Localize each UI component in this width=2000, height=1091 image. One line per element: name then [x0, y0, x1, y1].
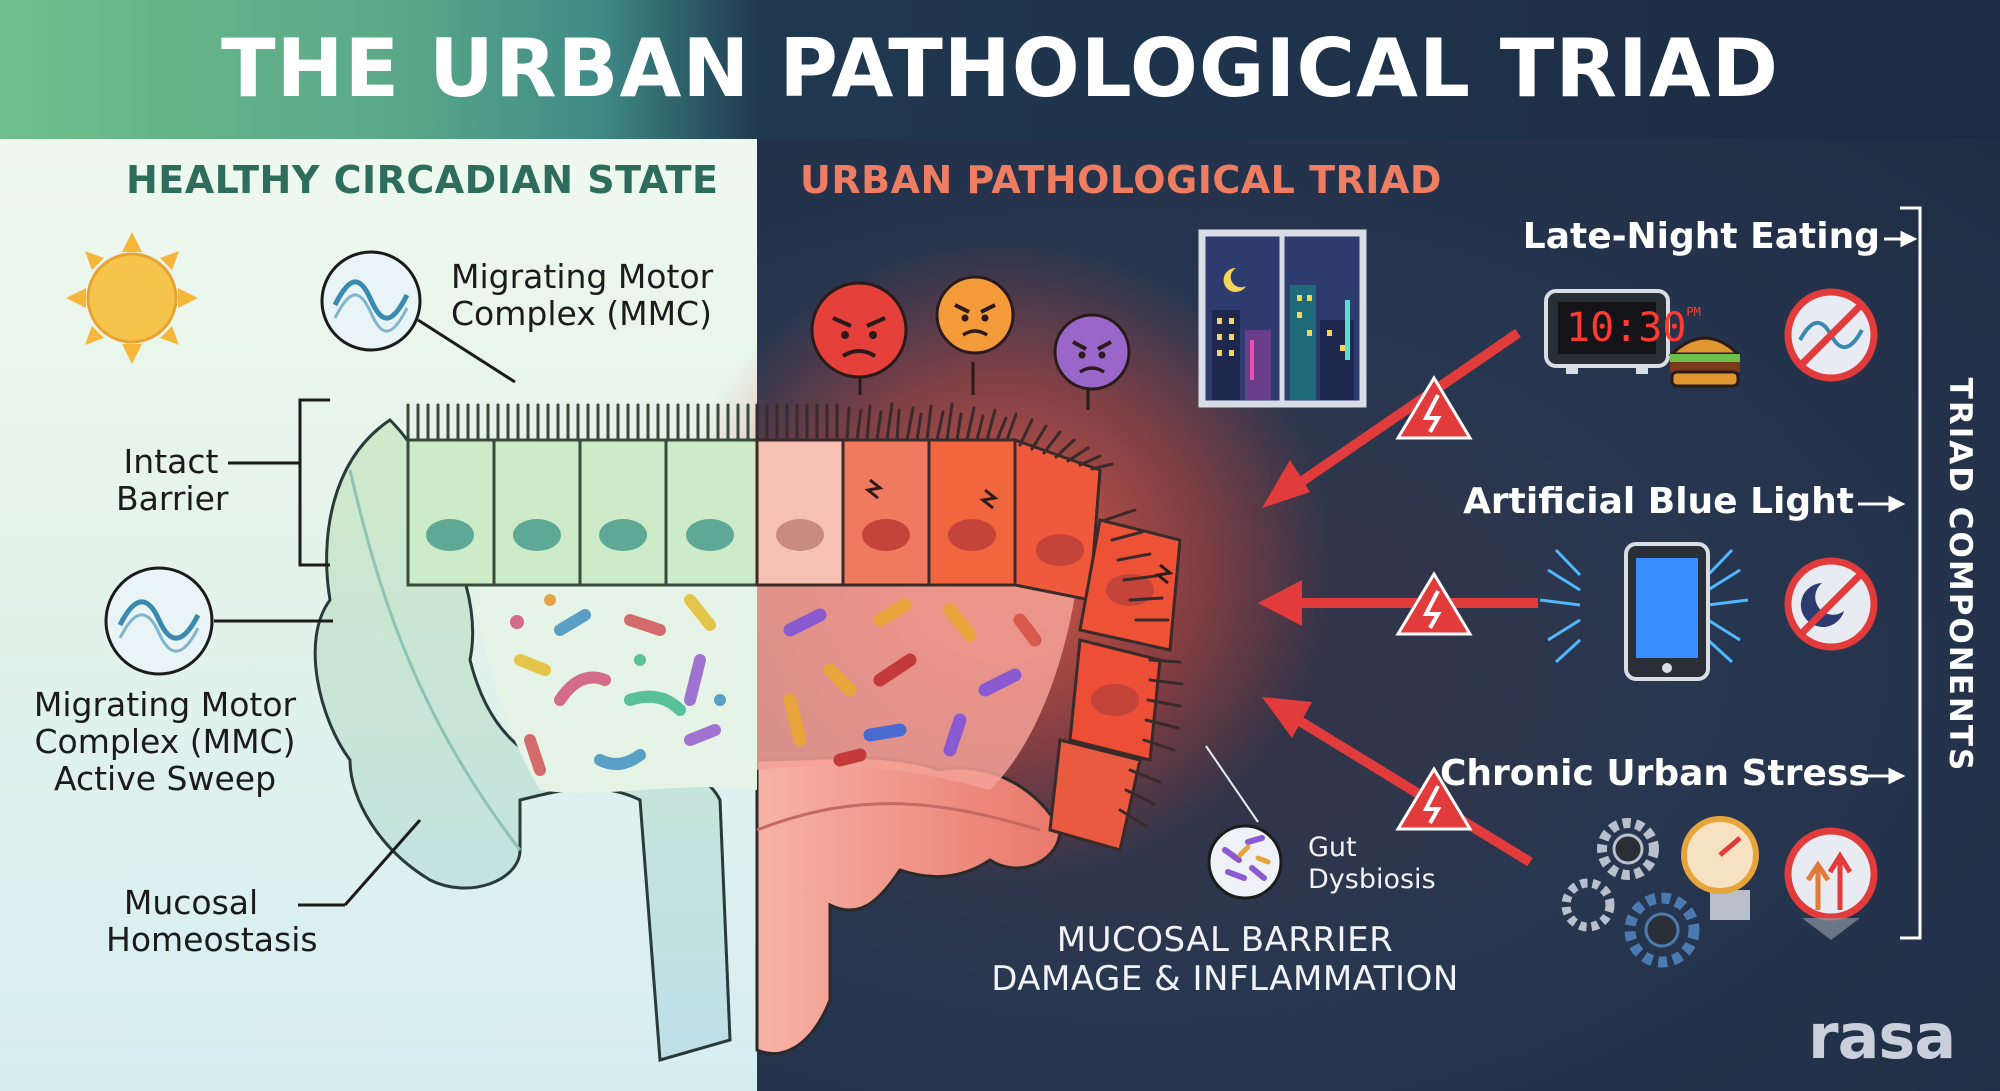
burger-icon	[1668, 336, 1742, 388]
mmc-label-line: Migrating Motor	[451, 257, 714, 296]
lumen-healthy	[470, 560, 757, 793]
dysbiosis-label-line: Dysbiosis	[1308, 864, 1436, 895]
dysbiosis-icon	[1207, 824, 1283, 900]
no-rising-icon	[1784, 827, 1878, 940]
homeostasis-label: Mucosal Homeostasis	[106, 883, 318, 959]
wave-icon	[320, 250, 422, 352]
alarm-clock-icon	[1544, 289, 1670, 374]
mmc-label-line: Complex (MMC)	[451, 294, 712, 333]
no-wave-icon	[1784, 288, 1878, 382]
sweep-label-line: Active Sweep	[53, 759, 277, 798]
city-window-icon	[1198, 229, 1367, 408]
gut-illustration	[66, 206, 1922, 1062]
clock-readout: 10:30PM	[1566, 302, 1701, 354]
colon-right	[755, 756, 1062, 1055]
damage-label-line: MUCOSAL BARRIER	[1056, 920, 1394, 960]
gears-gauge-icon	[1561, 816, 1759, 968]
healthy-epithelium	[406, 403, 759, 587]
intact-barrier-label: Intact Barrier	[116, 442, 229, 518]
component-label-urban-stress: Chronic Urban Stress	[1440, 753, 1870, 794]
title-band	[0, 0, 2000, 139]
brand-logo: rasa	[1808, 1000, 1956, 1073]
sweep-label-line: Complex (MMC)	[34, 722, 296, 761]
component-label-late-night-eating: Late-Night Eating	[1522, 216, 1880, 257]
wave-icon	[104, 566, 214, 676]
damage-label: MUCOSAL BARRIER DAMAGE & INFLAMMATION	[985, 921, 1465, 999]
component-arrows	[1858, 230, 1918, 785]
dysbiotic-microbiota	[783, 598, 1042, 767]
page-title: THE URBAN PATHOLOGICAL TRIAD	[220, 22, 1780, 115]
lumen-inflamed	[757, 560, 1080, 790]
no-moon-icon	[1784, 557, 1878, 651]
sun-icon	[66, 232, 198, 364]
warning-icon	[1395, 766, 1473, 831]
angry-face-icon	[935, 275, 1015, 355]
angry-face-icon	[810, 281, 908, 379]
clock-time: 10:30	[1566, 305, 1687, 351]
warning-icon	[1395, 375, 1473, 440]
clock-suffix: PM	[1686, 305, 1701, 319]
inflamed-epithelium	[755, 402, 1184, 852]
mmc-sweep-label: Migrating Motor Complex (MMC) Active Swe…	[30, 686, 300, 797]
angry-face-icon	[1053, 313, 1131, 391]
mmc-label: Migrating Motor Complex (MMC)	[451, 258, 713, 332]
healthy-heading: HEALTHY CIRCADIAN STATE	[126, 158, 719, 202]
warning-icon	[1395, 571, 1473, 636]
homeostasis-label-line: Homeostasis	[106, 920, 318, 959]
damage-label-line: DAMAGE & INFLAMMATION	[991, 959, 1459, 999]
triad-components-label: TRIAD COMPONENTS	[1930, 378, 1990, 773]
component-label-blue-light: Artificial Blue Light	[1463, 481, 1854, 522]
smartphone-icon	[1539, 542, 1749, 681]
barrier-label-line: Barrier	[116, 479, 229, 518]
urban-heading: URBAN PATHOLOGICAL TRIAD	[800, 158, 1442, 202]
healthy-microbiota	[510, 594, 726, 776]
triad-components-text: TRIAD COMPONENTS	[1942, 377, 1978, 773]
dysbiosis-label-line: Gut	[1308, 832, 1357, 863]
dysbiosis-label: Gut Dysbiosis	[1308, 832, 1436, 896]
sweep-label-line: Migrating Motor	[33, 685, 297, 724]
homeostasis-label-line: Mucosal	[123, 883, 259, 922]
barrier-label-line: Intact	[123, 442, 219, 481]
